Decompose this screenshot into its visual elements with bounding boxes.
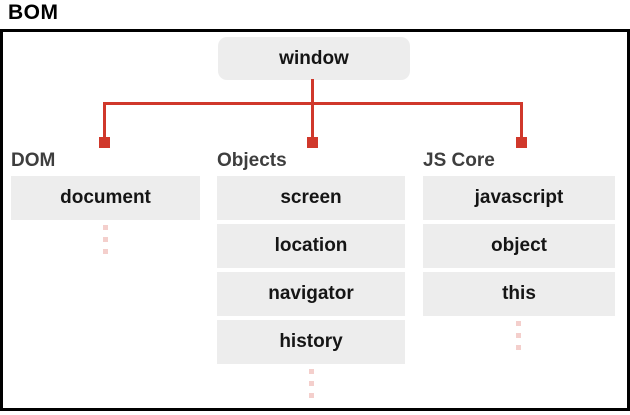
column-objects: Objects screen location navigator histor… xyxy=(217,149,405,364)
continuation-dots-icon xyxy=(103,225,108,254)
column-jscore-items: javascript object this xyxy=(423,176,615,316)
connector-root-vertical-line xyxy=(311,79,314,105)
node-screen: screen xyxy=(217,176,405,220)
continuation-dots-icon xyxy=(516,321,521,350)
connector-endpoint-marker-dom xyxy=(99,137,110,148)
diagram-frame xyxy=(0,29,630,411)
connector-endpoint-marker-jscore xyxy=(516,137,527,148)
continuation-dots-icon xyxy=(309,369,314,398)
node-location: location xyxy=(217,224,405,268)
node-window-label: window xyxy=(279,47,349,69)
column-dom-label: DOM xyxy=(11,150,56,171)
diagram-title: BOM xyxy=(8,1,59,24)
column-dom: DOM document xyxy=(11,149,200,220)
column-jscore-label: JS Core xyxy=(423,150,495,171)
node-window: window xyxy=(218,37,410,80)
column-objects-label: Objects xyxy=(217,150,287,171)
column-objects-items: screen location navigator history xyxy=(217,176,405,364)
column-jscore: JS Core javascript object this xyxy=(423,149,615,316)
node-history: history xyxy=(217,320,405,364)
node-object: object xyxy=(423,224,615,268)
node-javascript: javascript xyxy=(423,176,615,220)
node-navigator: navigator xyxy=(217,272,405,316)
node-this: this xyxy=(423,272,615,316)
connector-drop-line-dom xyxy=(103,102,106,140)
connector-drop-line-jscore xyxy=(520,102,523,140)
connector-drop-line-objects xyxy=(311,102,314,140)
connector-endpoint-marker-objects xyxy=(307,137,318,148)
column-dom-items: document xyxy=(11,176,200,220)
node-document: document xyxy=(11,176,200,220)
